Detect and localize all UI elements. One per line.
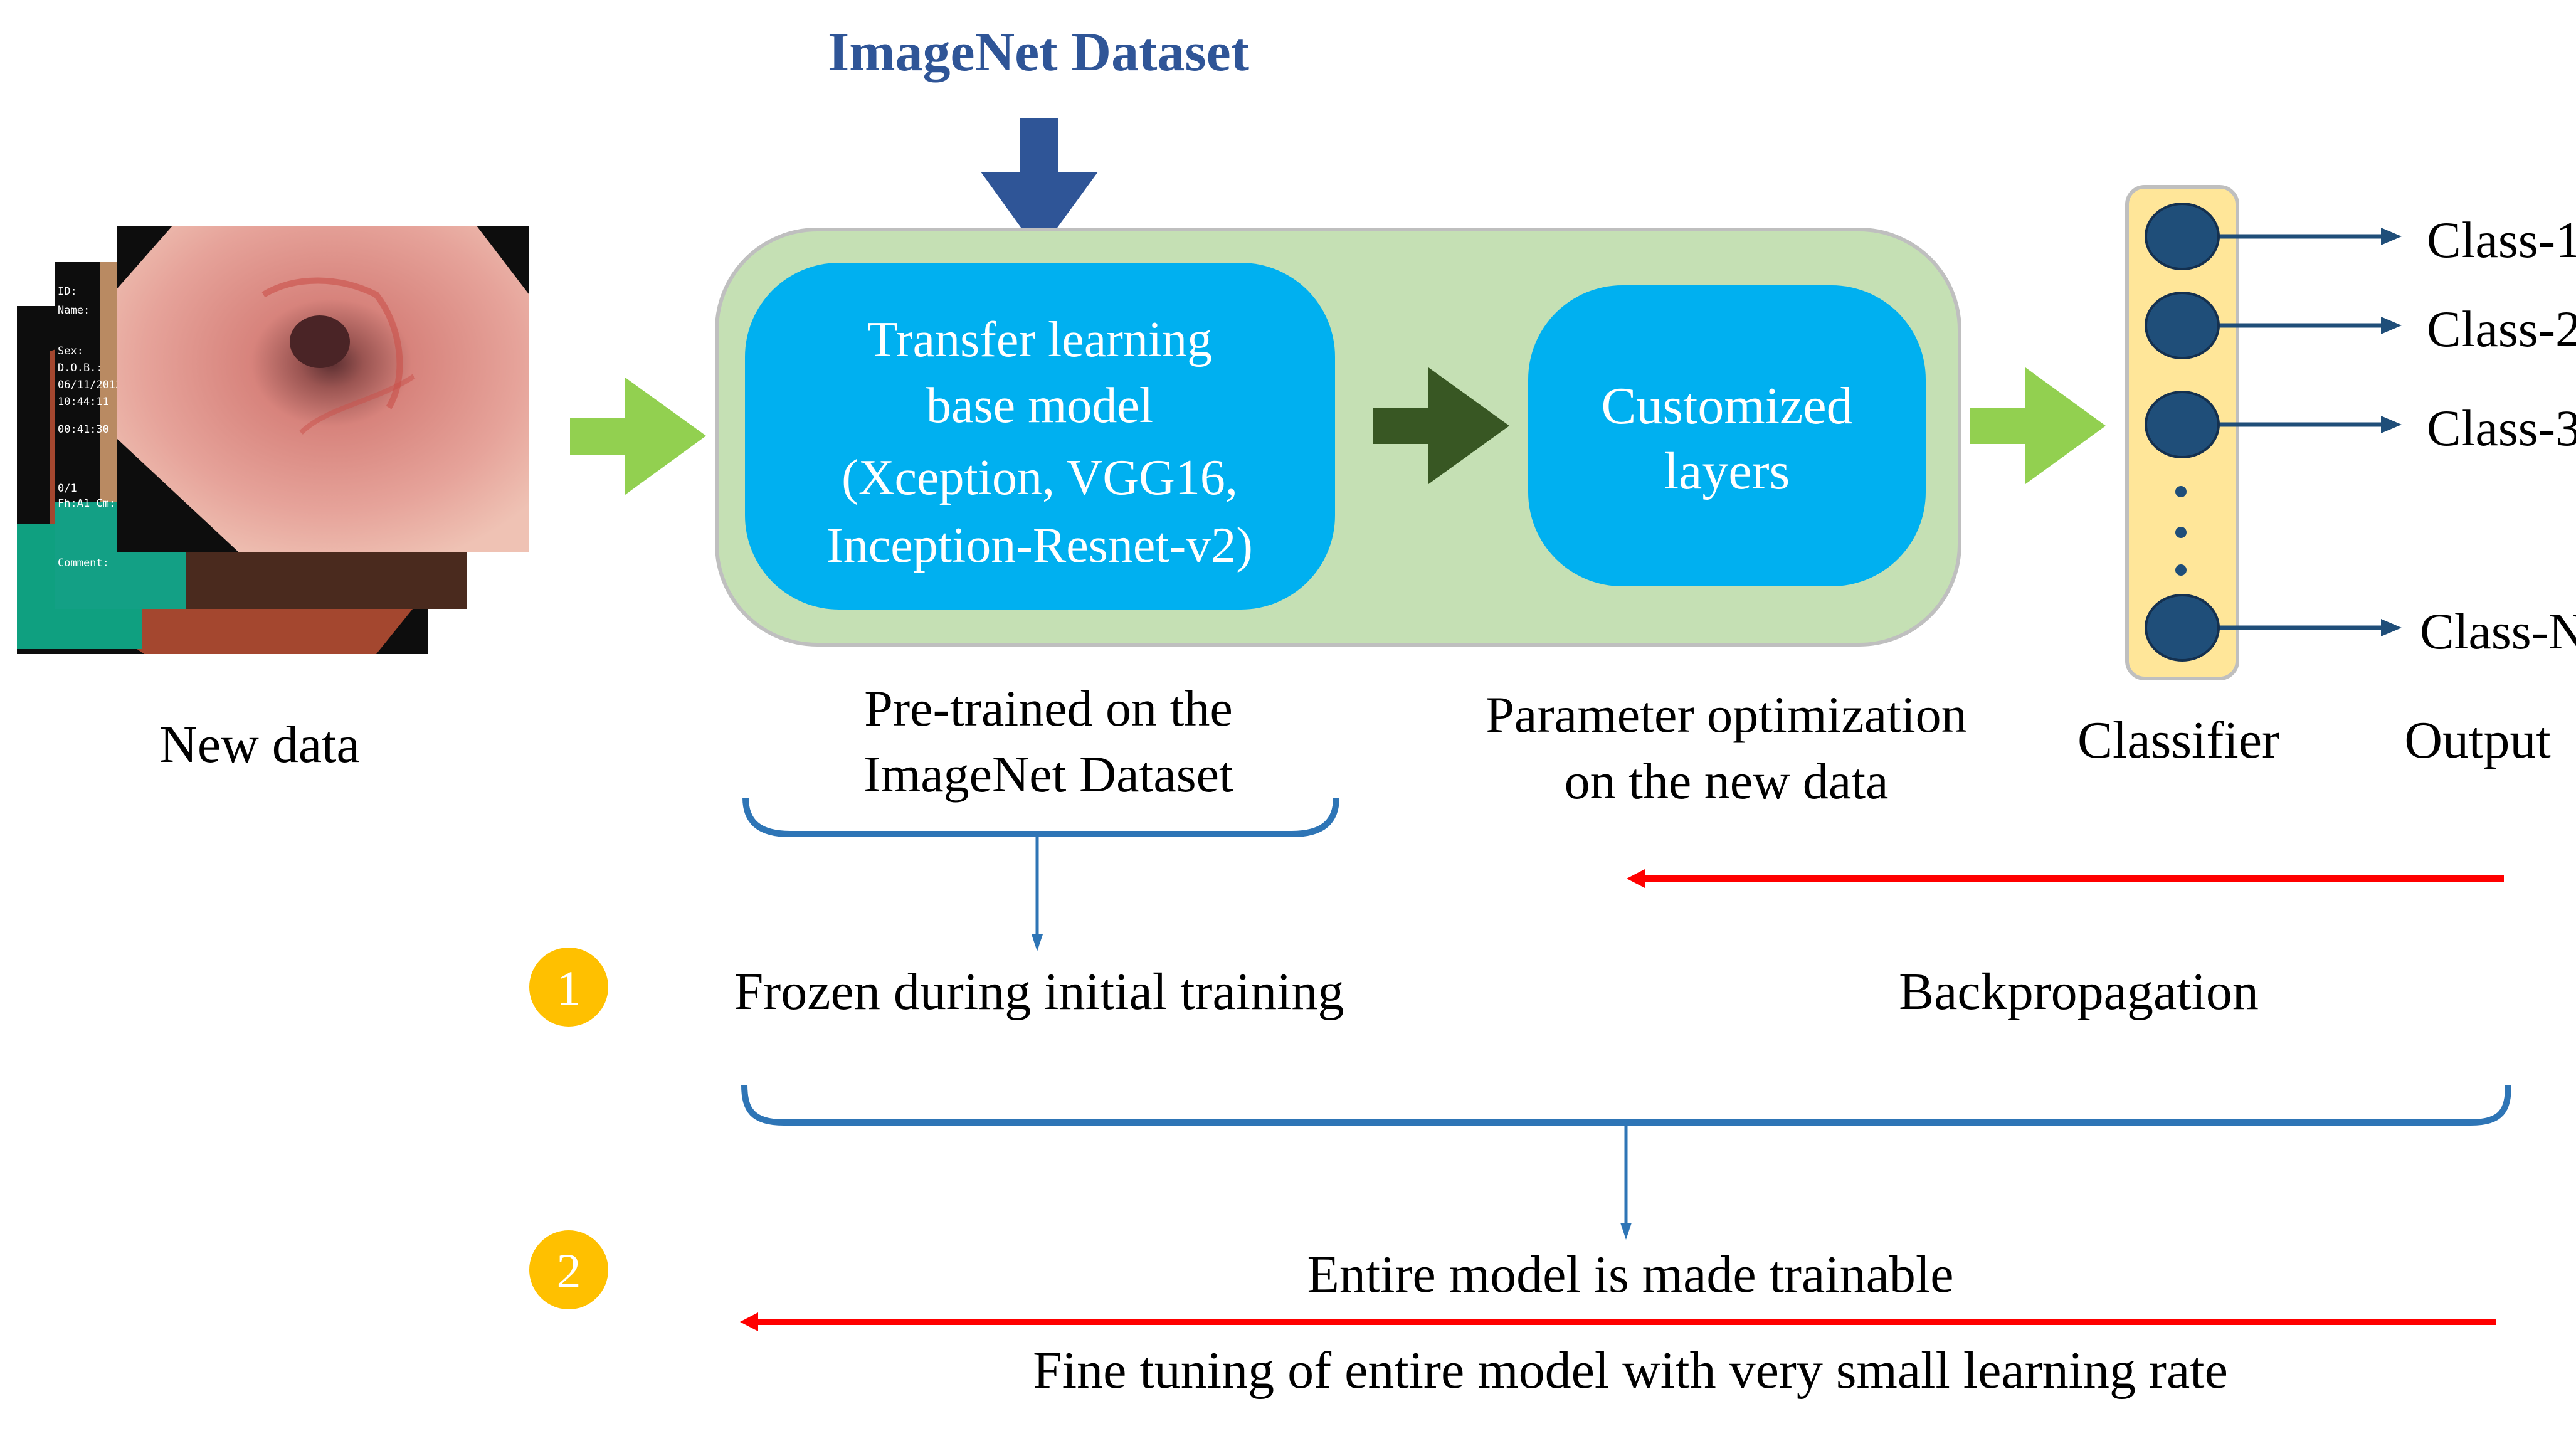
finetune-arrow-head-icon xyxy=(740,1312,758,1331)
stage2-brace xyxy=(741,1084,2511,1126)
neuron-3 xyxy=(2145,391,2402,458)
finetune-note: Fine tuning of entire model with very sm… xyxy=(1033,1341,2228,1400)
stage1-text: Frozen during initial training xyxy=(734,963,1344,1021)
class-label-2: Class-2 xyxy=(2427,300,2576,357)
overlay-text: 00:41:30 xyxy=(58,423,109,436)
custom-layers-box xyxy=(1528,285,1926,586)
inner-arrow-icon xyxy=(1373,367,1509,484)
arrow-head-icon xyxy=(2381,619,2402,636)
neuron-2 xyxy=(2145,292,2402,359)
stage2-badge: 2 xyxy=(529,1230,608,1309)
stage2-text: Entire model is made trainable xyxy=(1307,1245,1954,1304)
output-label: Output xyxy=(2404,711,2550,769)
arrow-head-icon xyxy=(2381,228,2402,245)
neuron-n xyxy=(2145,594,2402,662)
classifier-label: Classifier xyxy=(2077,711,2279,769)
backprop-arrow-head-icon xyxy=(1627,869,1645,888)
base-model-line-4: Inception-Resnet-v2) xyxy=(826,518,1253,573)
arrow-head-icon xyxy=(2381,317,2402,334)
base-model-caption-line-2: ImageNet Dataset xyxy=(863,746,1233,803)
new-data-label: New data xyxy=(159,715,360,774)
endoscopy-image-front xyxy=(117,226,529,552)
class-label-1: Class-1 xyxy=(2427,211,2576,268)
custom-layers-line-2: layers xyxy=(1664,442,1790,500)
base-model-line-3: (Xception, VGG16, xyxy=(842,450,1238,505)
stage1-badge: 1 xyxy=(529,948,608,1027)
neuron-ellipsis xyxy=(2175,486,2187,576)
input-arrow-icon xyxy=(570,378,706,495)
custom-caption-line-1: Parameter optimization xyxy=(1486,686,1966,743)
class-label-3: Class-3 xyxy=(2427,399,2576,457)
overlay-text: Sex: xyxy=(58,345,83,357)
imagenet-down-arrow-icon xyxy=(981,118,1098,253)
custom-layers-line-1: Customized xyxy=(1601,377,1852,435)
base-model-box xyxy=(745,263,1335,610)
input-image-stack: ID: Name: Sex: D.O.B.: 06/11/2013 10:44:… xyxy=(17,226,529,654)
overlay-text: 06/11/2013 xyxy=(58,379,122,391)
overlay-text: ID: xyxy=(58,285,77,298)
stage2-number: 2 xyxy=(557,1244,581,1298)
base-model-caption-line-1: Pre-trained on the xyxy=(864,680,1232,737)
overlay-text: Comment: xyxy=(58,557,109,569)
stage1-arrow-head-icon xyxy=(1032,934,1043,951)
overlay-text: 0/1 xyxy=(58,482,77,495)
custom-caption-line-2: on the new data xyxy=(1565,752,1889,810)
classifier-arrow-icon xyxy=(1970,367,2106,484)
class-label-n: Class-N xyxy=(2420,603,2576,660)
imagenet-title: ImageNet Dataset xyxy=(828,22,1249,83)
backprop-label: Backpropagation xyxy=(1899,963,2259,1021)
overlay-text: Name: xyxy=(58,304,90,317)
neuron-1 xyxy=(2145,203,2402,270)
overlay-text: D.O.B.: xyxy=(58,362,103,374)
overlay-text: 10:44:11 xyxy=(58,396,109,408)
overlay-text: Fh:A1 Cm:1 xyxy=(58,497,122,510)
stage1-brace xyxy=(742,797,1339,837)
base-model-line-2: base model xyxy=(926,378,1153,433)
stage1-number: 1 xyxy=(557,961,581,1015)
stage2-arrow-head-icon xyxy=(1620,1223,1632,1240)
arrow-head-icon xyxy=(2381,416,2402,433)
base-model-line-1: Transfer learning xyxy=(867,312,1212,367)
